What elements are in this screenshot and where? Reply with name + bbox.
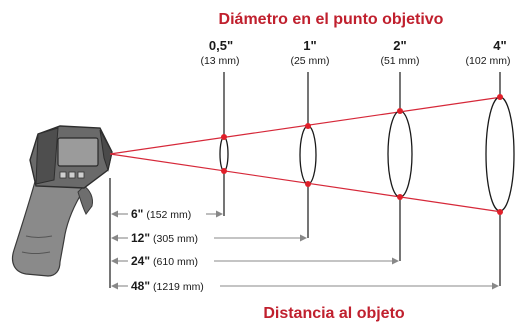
distance-3: 24"(610 mm) <box>111 254 399 268</box>
spot-1: 0,5" (13 mm) <box>200 38 240 216</box>
spot-1-metric-label: (13 mm) <box>200 55 239 67</box>
distance-3-metric: (610 mm) <box>153 256 198 268</box>
spot-4-top-dot <box>497 94 503 100</box>
spot-3-size-label: 2" <box>393 38 406 53</box>
spot-3-top-dot <box>397 108 403 114</box>
spot-1-top-dot <box>221 134 227 140</box>
spot-4-metric-label: (102 mm) <box>466 55 511 67</box>
distance-1-metric: (152 mm) <box>146 209 191 221</box>
spot-2-bottom-dot <box>305 181 311 187</box>
distance-1-label: 6"(152 mm) <box>131 207 191 221</box>
distance-3-label: 24"(610 mm) <box>131 254 198 268</box>
distance-4-inches: 48" <box>131 279 150 293</box>
distance-2-metric: (305 mm) <box>153 233 198 245</box>
spot-4-size-label: 4" <box>493 38 506 53</box>
distance-4-label: 48"(1219 mm) <box>131 279 204 293</box>
spot-2: 1" (25 mm) <box>290 38 330 238</box>
spot-3-bottom-dot <box>397 194 403 200</box>
spot-2-size-label: 1" <box>303 38 316 53</box>
spot-2-metric-label: (25 mm) <box>290 55 329 67</box>
spot-4: 4" (102 mm) <box>466 38 515 286</box>
distance-1: 6"(152 mm) <box>111 207 223 221</box>
spot-2-top-dot <box>305 123 311 129</box>
spot-1-size-label: 0,5" <box>209 38 233 53</box>
distance-4-metric: (1219 mm) <box>153 281 204 293</box>
spot-2-ellipse <box>299 125 317 185</box>
spot-4-ellipse <box>485 96 515 212</box>
distance-3-inches: 24" <box>131 254 150 268</box>
distance-2: 12"(305 mm) <box>111 231 307 245</box>
distance-1-inches: 6" <box>131 207 143 221</box>
distance-title: Distancia al objeto <box>263 305 405 322</box>
distance-4: 48"(1219 mm) <box>111 279 499 293</box>
spot-diameter-title: Diámetro en el punto objetivo <box>219 11 444 28</box>
spot-1-ellipse <box>219 136 229 172</box>
infrared-thermometer-icon <box>11 125 113 277</box>
spot-3-ellipse <box>387 110 413 198</box>
spot-1-bottom-dot <box>221 168 227 174</box>
distance-2-label: 12"(305 mm) <box>131 231 198 245</box>
spot-4-bottom-dot <box>497 209 503 215</box>
distance-2-inches: 12" <box>131 231 150 245</box>
spot-3-metric-label: (51 mm) <box>380 55 419 67</box>
spot-3: 2" (51 mm) <box>380 38 420 261</box>
